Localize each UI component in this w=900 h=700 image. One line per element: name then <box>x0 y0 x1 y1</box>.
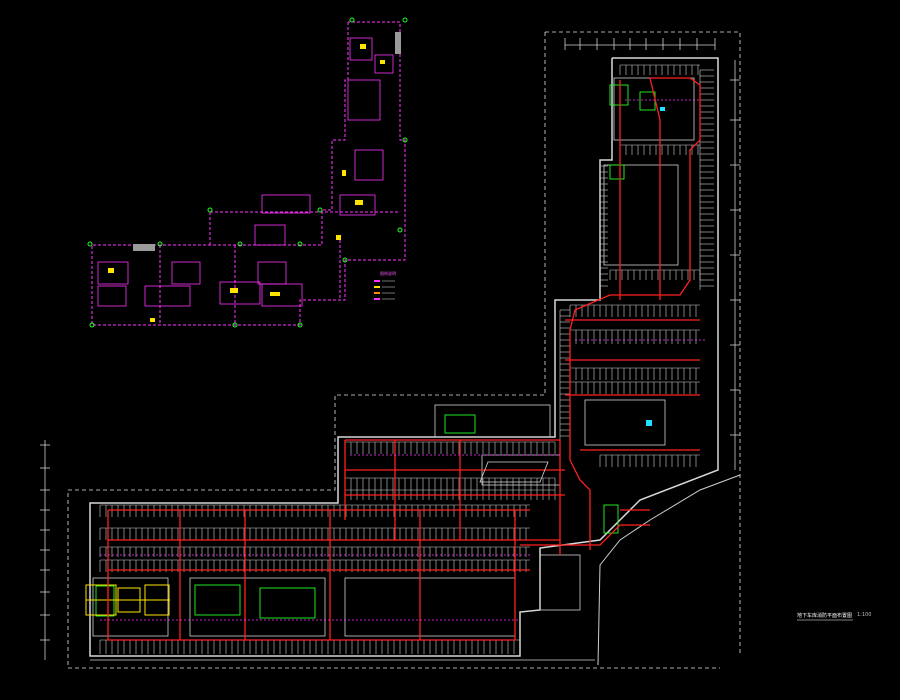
site-edge <box>597 474 741 666</box>
site-boundary <box>67 31 741 669</box>
cyan-equipment <box>646 107 665 426</box>
ramp <box>479 461 549 483</box>
garage-walls <box>89 57 719 657</box>
grid-axis-top <box>564 38 716 50</box>
key-plan-highlights <box>108 44 385 322</box>
key-plan-ramp <box>133 244 155 251</box>
drawing-scale: 1:100 <box>857 612 872 618</box>
magenta-branches <box>100 99 705 621</box>
green-fire-equipment <box>95 84 656 619</box>
legend-title: 图例说明 <box>380 271 396 276</box>
yellow-stair-core <box>85 584 170 616</box>
building-cores <box>92 77 695 637</box>
grid-axis-left <box>40 440 50 660</box>
legend <box>374 280 395 300</box>
key-plan <box>91 21 406 326</box>
key-plan-stair <box>395 32 401 54</box>
key-plan-buildings <box>97 37 394 307</box>
fire-sprinkler-pipes <box>107 77 701 641</box>
grid-axis-right <box>730 60 740 470</box>
key-plan-nodes <box>87 17 408 328</box>
drawing-title: 地下车库消防平面布置图 <box>797 613 853 619</box>
